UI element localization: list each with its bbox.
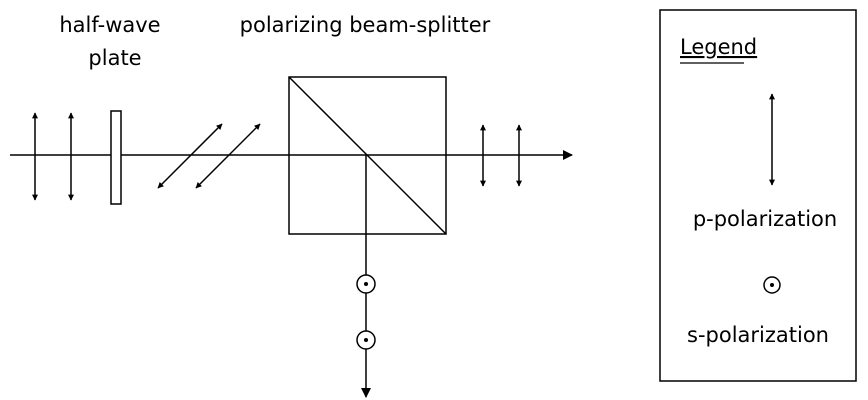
- beam-splitter-diagonal: [288, 76, 447, 235]
- diagonal-polarization-arrow-2: [195, 123, 261, 189]
- s-polarization-symbol-2: [356, 330, 376, 350]
- half-wave-plate-label-line1: half-wave: [59, 13, 160, 37]
- legend-title: Legend: [680, 35, 757, 59]
- legend-s-polarization-label: s-polarization: [687, 323, 829, 347]
- beam-splitter-label: polarizing beam-splitter: [240, 13, 491, 37]
- half-wave-plate-label-line2: plate: [88, 46, 141, 70]
- legend-box: [659, 9, 857, 382]
- s-polarization-symbol-1: [356, 274, 376, 294]
- beam-splitter-cube: [288, 76, 447, 235]
- half-wave-plate: [110, 110, 122, 205]
- diagonal-polarization-arrow-1: [157, 123, 223, 189]
- legend: Legend p-polarization s-polarization: [659, 9, 857, 382]
- dot-circle-icon: [763, 276, 781, 294]
- legend-p-polarization-label: p-polarization: [693, 207, 837, 231]
